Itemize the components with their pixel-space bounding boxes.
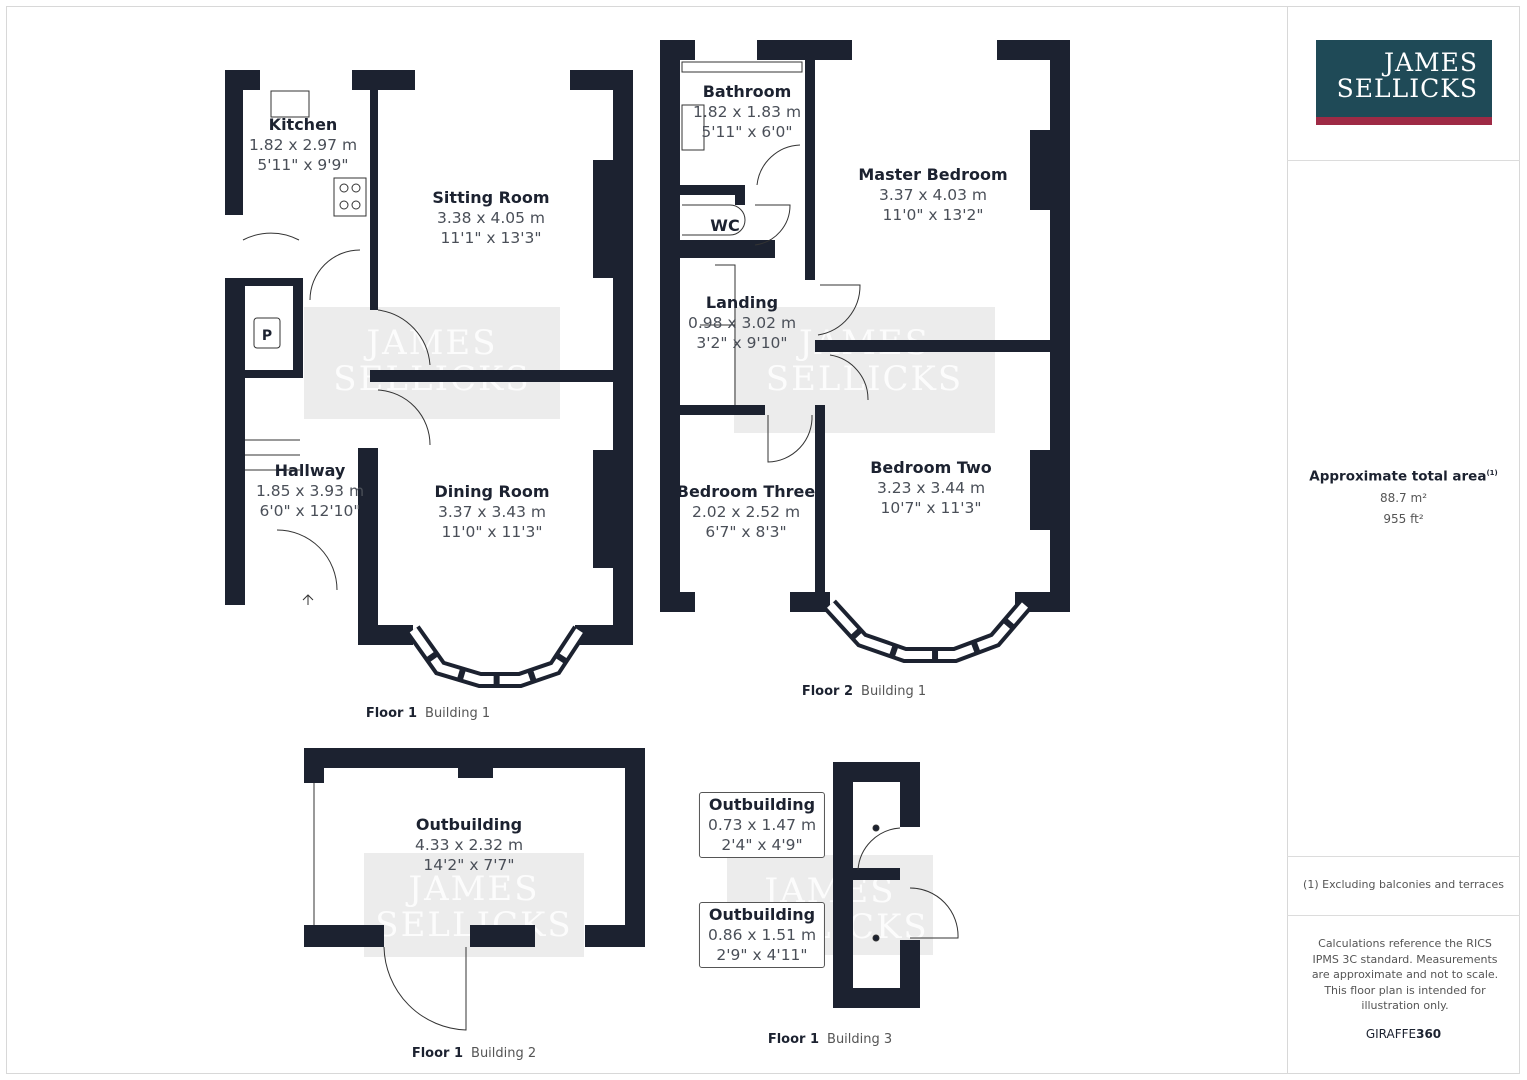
page-frame <box>6 6 1520 1074</box>
walls-outbuildings-building3 <box>833 762 920 1008</box>
cupboard-label: P <box>262 328 272 344</box>
disclaimer: Calculations reference the RICS IPMS 3C … <box>1311 937 1499 1012</box>
area-ft2: 955 ft² <box>1383 512 1424 526</box>
logo-line-2: SELLICKS <box>1336 74 1478 103</box>
area-m2: 88.7 m² <box>1379 491 1428 505</box>
room-wc: WC <box>710 216 740 235</box>
divider <box>1287 856 1520 857</box>
divider <box>1287 915 1520 916</box>
divider <box>1287 160 1520 161</box>
info-sidebar <box>1287 6 1521 1074</box>
bay-window-dining <box>406 625 587 688</box>
walls-outbuilding-building2 <box>304 748 645 947</box>
walls-floor2-building1 <box>660 40 1070 612</box>
bay-window-bedroom-two <box>824 599 1032 663</box>
logo-accent-bar <box>1316 117 1492 125</box>
walls-floor1-building1 <box>225 70 633 645</box>
footnote: (1) Excluding balconies and terraces <box>1303 878 1504 891</box>
area-title: Approximate total area(1) <box>1309 468 1498 485</box>
logo-line-1: JAMES <box>1383 48 1478 77</box>
giraffe360-credit: GIRAFFE360 <box>1365 1027 1442 1041</box>
brand-logo: JAMES SELLICKS <box>1316 40 1492 118</box>
